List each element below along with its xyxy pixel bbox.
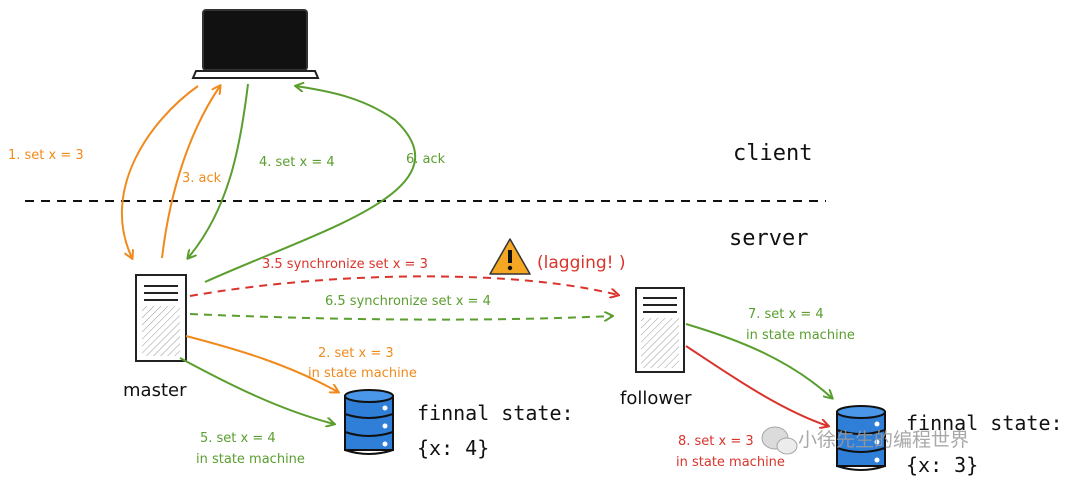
- step7-label-line2: in state machine: [746, 328, 855, 343]
- arrow-apply-x4-follower: [685, 323, 832, 398]
- arrow-set-x4-to-master: [188, 83, 249, 258]
- step5-label-line2: in state machine: [196, 452, 305, 467]
- arrow-sync-x4: [189, 314, 612, 320]
- server-region-label: server: [729, 226, 808, 251]
- follower-label: follower: [620, 388, 692, 409]
- follower-database-icon: [836, 405, 886, 471]
- follower-final-state-value: {x: 3}: [906, 453, 978, 477]
- master-label: master: [123, 380, 187, 401]
- client-region-label: client: [733, 141, 812, 166]
- master-database-icon: [344, 389, 394, 455]
- step6-label: 6. ack: [406, 152, 446, 167]
- arrow-sync-x3: [189, 275, 618, 296]
- step4-label: 4. set x = 4: [259, 155, 335, 170]
- step5-label-line1: 5. set x = 4: [200, 431, 276, 446]
- arrow-apply-x3-follower: [685, 345, 828, 426]
- step1-label: 1. set x = 3: [8, 148, 84, 163]
- step2-label-line2: in state machine: [308, 366, 417, 381]
- watermark-text: 小徐先生的编程世界: [798, 429, 969, 451]
- master-final-state-title: finnal state:: [417, 401, 574, 425]
- wechat-icon: [761, 426, 798, 455]
- arrow-ack2-to-client: [204, 86, 417, 283]
- step6-5-label: 6.5 synchronize set x = 4: [325, 294, 491, 309]
- step8-label-line2: in state machine: [676, 455, 785, 470]
- step3-label: 3. ack: [182, 171, 222, 186]
- step7-label-line1: 7. set x = 4: [748, 307, 824, 322]
- lagging-label: (lagging! ): [537, 253, 626, 273]
- arrow-apply-x3-master: [185, 335, 338, 392]
- step8-label-line1: 8. set x = 3: [678, 434, 754, 449]
- follower-final-state-title: finnal state:: [906, 411, 1063, 435]
- warning-icon: [489, 238, 531, 275]
- step3-5-label: 3.5 synchronize set x = 3: [262, 257, 428, 272]
- follower-server-icon: [635, 287, 685, 373]
- arrow-set-x3-to-master: [120, 85, 199, 258]
- master-server-icon: [135, 274, 187, 362]
- arrow-apply-x4-master: [179, 357, 334, 424]
- master-final-state-value: {x: 4}: [417, 436, 489, 460]
- arrow-ack-to-client: [161, 86, 220, 259]
- step2-label-line1: 2. set x = 3: [318, 346, 394, 361]
- laptop-icon: [191, 9, 320, 79]
